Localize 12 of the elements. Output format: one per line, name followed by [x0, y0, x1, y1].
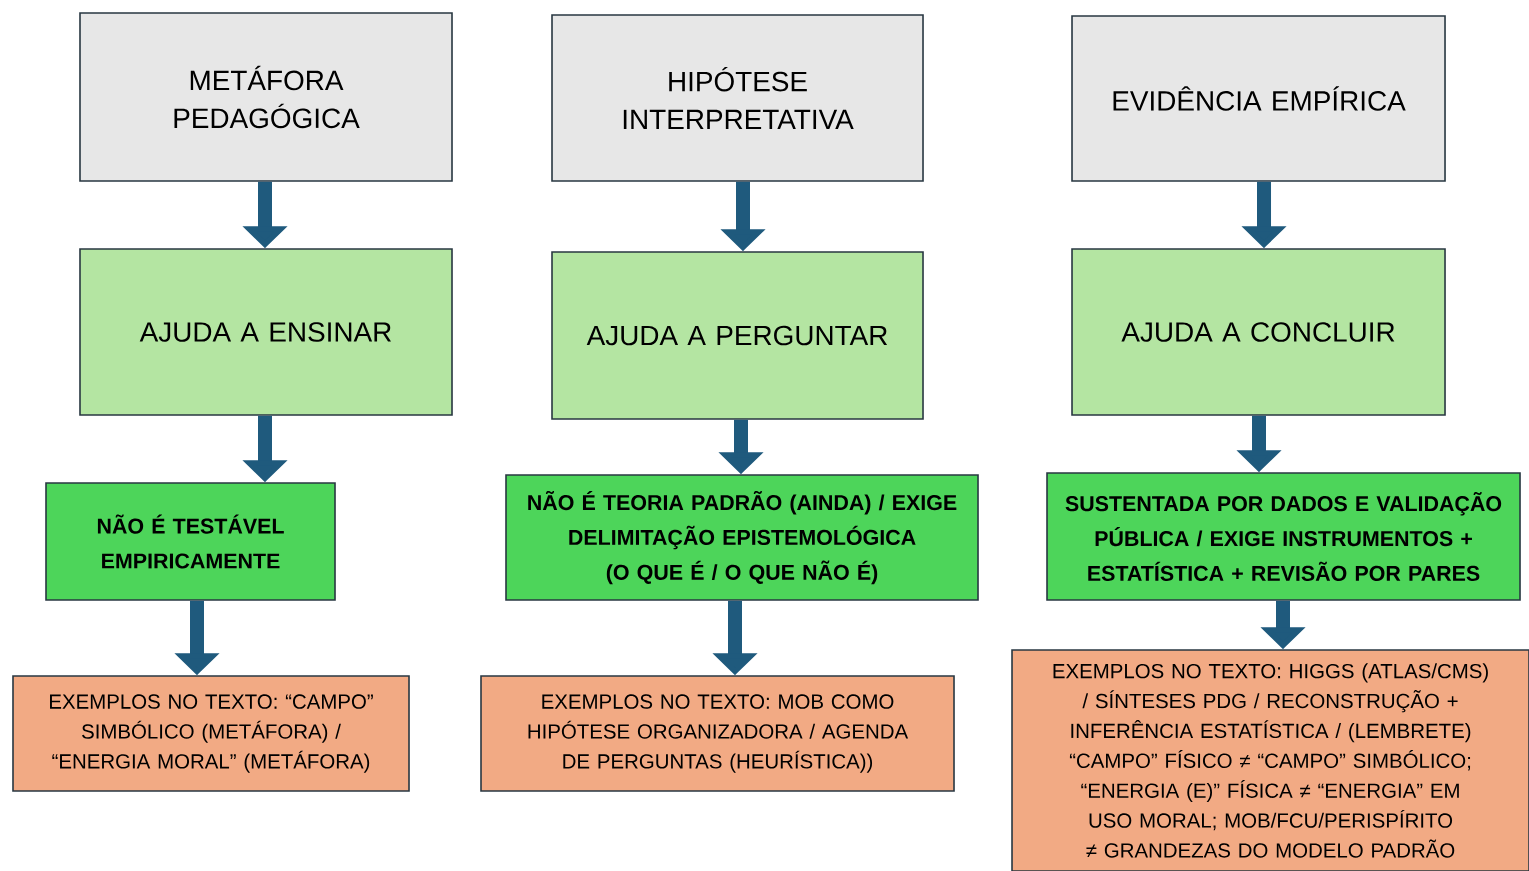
note-box: EXEMPLOS NO TEXTO: “CAMPO” SIMBÓLICO (METÁFORA) / “ENERGIA MORAL” (METÁFORA) [12, 675, 410, 792]
process-box: AJUDA A PERGUNTAR [551, 251, 924, 420]
title-box: HIPÓTESE INTERPRETATIVA [551, 14, 924, 182]
title-box: EVIDÊNCIA EMPÍRICA [1071, 15, 1446, 182]
process-box: NÃO É TEORIA PADRÃO (AINDA) / EXIGE DELIMITAÇÃO EPISTEMOLÓGICA (O QUE É / O QUE NÃO É) [505, 474, 979, 601]
process-box: AJUDA A ENSINAR [79, 248, 453, 416]
title-box: METÁFORA PEDAGÓGICA [79, 12, 453, 182]
process-box: SUSTENTADA POR DADOS E VALIDAÇÃO PÚBLICA / EXIGE INSTRUMENTOS + ESTATÍSTICA + REVISÃO POR PARES [1046, 472, 1521, 601]
note-box: EXEMPLOS NO TEXTO: MOB COMO HIPÓTESE ORGANIZADORA / AGENDA DE PERGUNTAS (HEURÍSTICA)) [480, 675, 955, 792]
note-box: EXEMPLOS NO TEXTO: HIGGS (ATLAS/CMS) / SÍNTESES PDG / RECONSTRUÇÃO + INFERÊNCIA ESTATÍSTICA / (LEMBRETE) “CAMPO” FÍSICO ≠ “CAMPO” SIMBÓLICO; “ENERGIA (E)” FÍSICA ≠ “ENERGIA” EM USO MORAL; MOB/FCU/PERISPÍRITO ≠ GRANDEZAS DO MODELO PADRÃO [1011, 649, 1529, 871]
process-box: NÃO É TESTÁVEL EMPIRICAMENTE [45, 482, 336, 601]
process-box: AJUDA A CONCLUIR [1071, 248, 1446, 416]
